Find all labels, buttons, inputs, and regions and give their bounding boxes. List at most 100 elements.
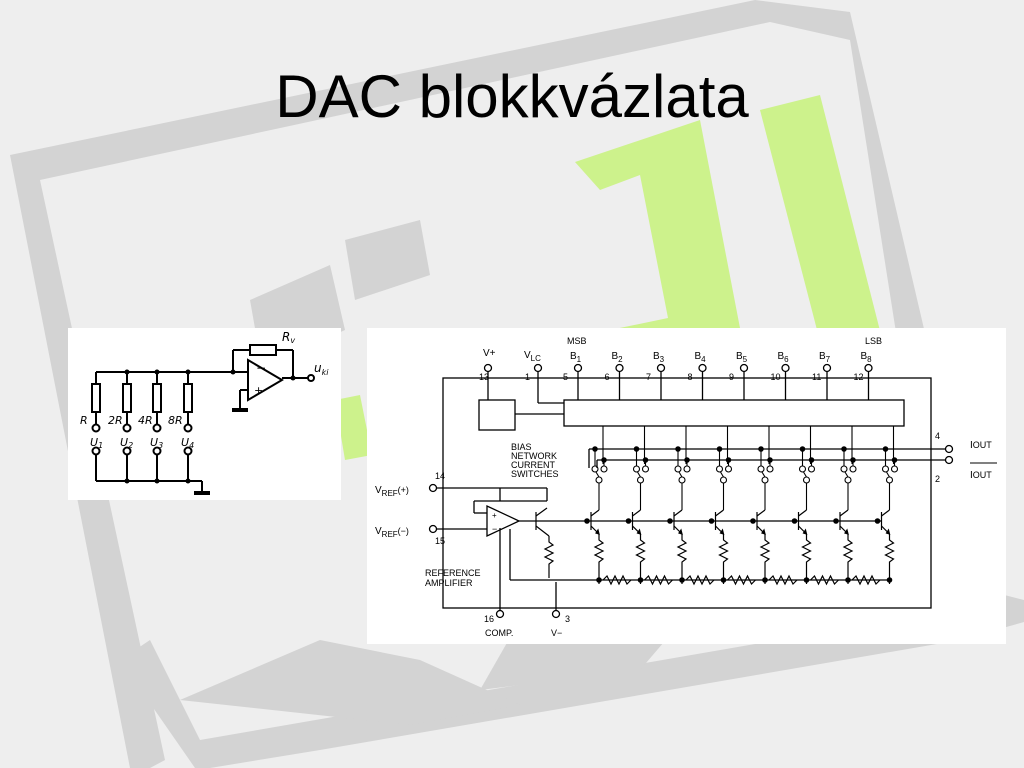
bit-label-b5: B5	[736, 351, 748, 364]
ref-amp-label-1: REFERENCE	[425, 568, 481, 578]
current-source-transistor-2	[625, 509, 646, 584]
pin-number-4: 4	[935, 431, 940, 441]
dac-ic-block-diagram: V+ VLC MSB LSB 13 1 BIAS NETWORK CURRENT…	[367, 328, 1006, 644]
current-switch-8	[881, 426, 899, 510]
pin-number-2: 2	[935, 474, 940, 484]
bias-label-2: NETWORK	[511, 451, 557, 461]
bit-pin-number-12: 12	[854, 372, 864, 382]
ladder-resistor-6	[810, 574, 839, 586]
current-source-transistor-1	[584, 509, 605, 584]
bit-label-b6: B6	[778, 351, 790, 364]
dac-ic-block-diagram-svg: V+ VLC MSB LSB 13 1 BIAS NETWORK CURRENT…	[375, 336, 997, 638]
pin-iout	[944, 444, 954, 454]
pin-number-3: 3	[565, 614, 570, 624]
ladder-resistor-5	[768, 574, 798, 586]
current-switch-6	[798, 426, 816, 510]
reference-transistor	[535, 507, 555, 578]
current-switch-7	[840, 426, 857, 510]
ref-amp-label-2: AMPLIFIER	[425, 578, 473, 588]
weighted-resistor-dac-svg: − + Rv uki R 2R 4R 8R U1 U2 U3 U4	[80, 330, 329, 495]
current-switch-3	[674, 426, 691, 510]
switch-logic-block	[563, 399, 905, 427]
bias-label-3: CURRENT	[511, 460, 556, 470]
current-source-transistor-4	[708, 509, 729, 584]
label-iout-bar: IOUT	[970, 470, 992, 481]
opamp-symbol	[247, 358, 284, 402]
input-label-u1: U1	[90, 436, 103, 450]
reference-amplifier-symbol	[486, 504, 521, 538]
pin-vref-plus	[428, 483, 438, 493]
label-msb: MSB	[567, 336, 587, 346]
current-source-transistor-3	[667, 509, 688, 584]
current-switch-1	[591, 426, 608, 510]
ladder-resistor-1	[602, 574, 632, 586]
output-label: uki	[314, 361, 329, 377]
opamp-minus-label: −	[256, 361, 266, 375]
bit-input-pin-1	[573, 363, 583, 400]
resistor-8r	[183, 372, 193, 481]
pin-iout-bar	[944, 455, 954, 465]
bit-label-b7: B7	[819, 351, 831, 364]
input-label-u4: U4	[181, 436, 194, 450]
bit-label-b1: B1	[570, 351, 582, 364]
chip-outline	[442, 377, 932, 609]
bit-label-b3: B3	[653, 351, 665, 364]
pin-number-14: 14	[435, 471, 445, 481]
bit-pin-number-11: 11	[812, 372, 821, 382]
opamp-plus-label: +	[254, 384, 263, 397]
current-source-transistor-5	[750, 509, 771, 584]
bias-label-4: SWITCHES	[511, 469, 559, 479]
bit-pin-number-9: 9	[729, 372, 734, 382]
bit-input-pin-6	[781, 363, 790, 400]
bit-input-pin-4	[698, 363, 707, 400]
bit-input-pin-5	[739, 363, 749, 400]
resistor-4r	[152, 372, 162, 481]
pin-vref-minus	[428, 524, 438, 534]
current-switch-2	[632, 426, 650, 510]
pin-number-16: 16	[484, 614, 494, 624]
bias-label-1: BIAS	[511, 442, 532, 452]
ladder-resistor-4	[727, 574, 756, 586]
label-vref-minus: VREF(−)	[375, 526, 409, 539]
current-source-transistor-6	[791, 509, 812, 584]
current-source-transistor-8	[874, 509, 895, 584]
weighted-resistor-dac-diagram: − + Rv uki R 2R 4R 8R U1 U2 U3 U4	[68, 328, 341, 500]
resistor-label-8r: 8R	[168, 414, 183, 427]
label-comp: COMP.	[485, 628, 513, 638]
pin-number-1: 1	[525, 372, 530, 382]
pin-comp	[495, 609, 505, 619]
resistor-2r	[122, 372, 132, 481]
label-iout: IOUT	[970, 440, 992, 451]
input-label-u3: U3	[150, 436, 163, 450]
bit-pin-number-10: 10	[771, 372, 781, 382]
bit-label-b2: B2	[612, 351, 624, 364]
label-lsb: LSB	[865, 336, 882, 346]
label-vplus: V+	[483, 348, 496, 359]
bit-input-pin-8	[864, 363, 873, 400]
resistor-label-2r: 2R	[108, 414, 123, 427]
reference-block	[478, 399, 516, 431]
slide-title: DAC blokkvázlata	[275, 63, 749, 130]
label-vref-plus: VREF(+)	[375, 485, 409, 498]
pin-vplus	[483, 363, 493, 404]
ladder-resistor-3	[685, 574, 715, 586]
pin-number-13: 13	[479, 372, 489, 382]
bit-pin-number-5: 5	[563, 372, 568, 382]
bit-input-pin-3	[656, 363, 666, 400]
resistor-r	[91, 372, 101, 481]
pin-vlc	[533, 363, 564, 404]
bit-input-pin-2	[615, 363, 624, 400]
resistor-label-4r: 4R	[138, 414, 153, 427]
bit-pin-number-8: 8	[688, 372, 693, 382]
label-vlc: VLC	[524, 350, 541, 363]
current-source-transistor-7	[833, 509, 854, 584]
bit-pin-number-6: 6	[605, 372, 610, 382]
current-switch-4	[715, 426, 733, 510]
bit-input-pin-7	[822, 363, 832, 400]
label-vminus: V−	[551, 628, 562, 638]
current-switch-5	[757, 426, 774, 510]
amp-plus-label: +	[492, 511, 497, 520]
pin-number-15: 15	[435, 536, 445, 546]
pin-vminus	[551, 609, 561, 619]
ladder-resistor-7	[851, 574, 881, 586]
